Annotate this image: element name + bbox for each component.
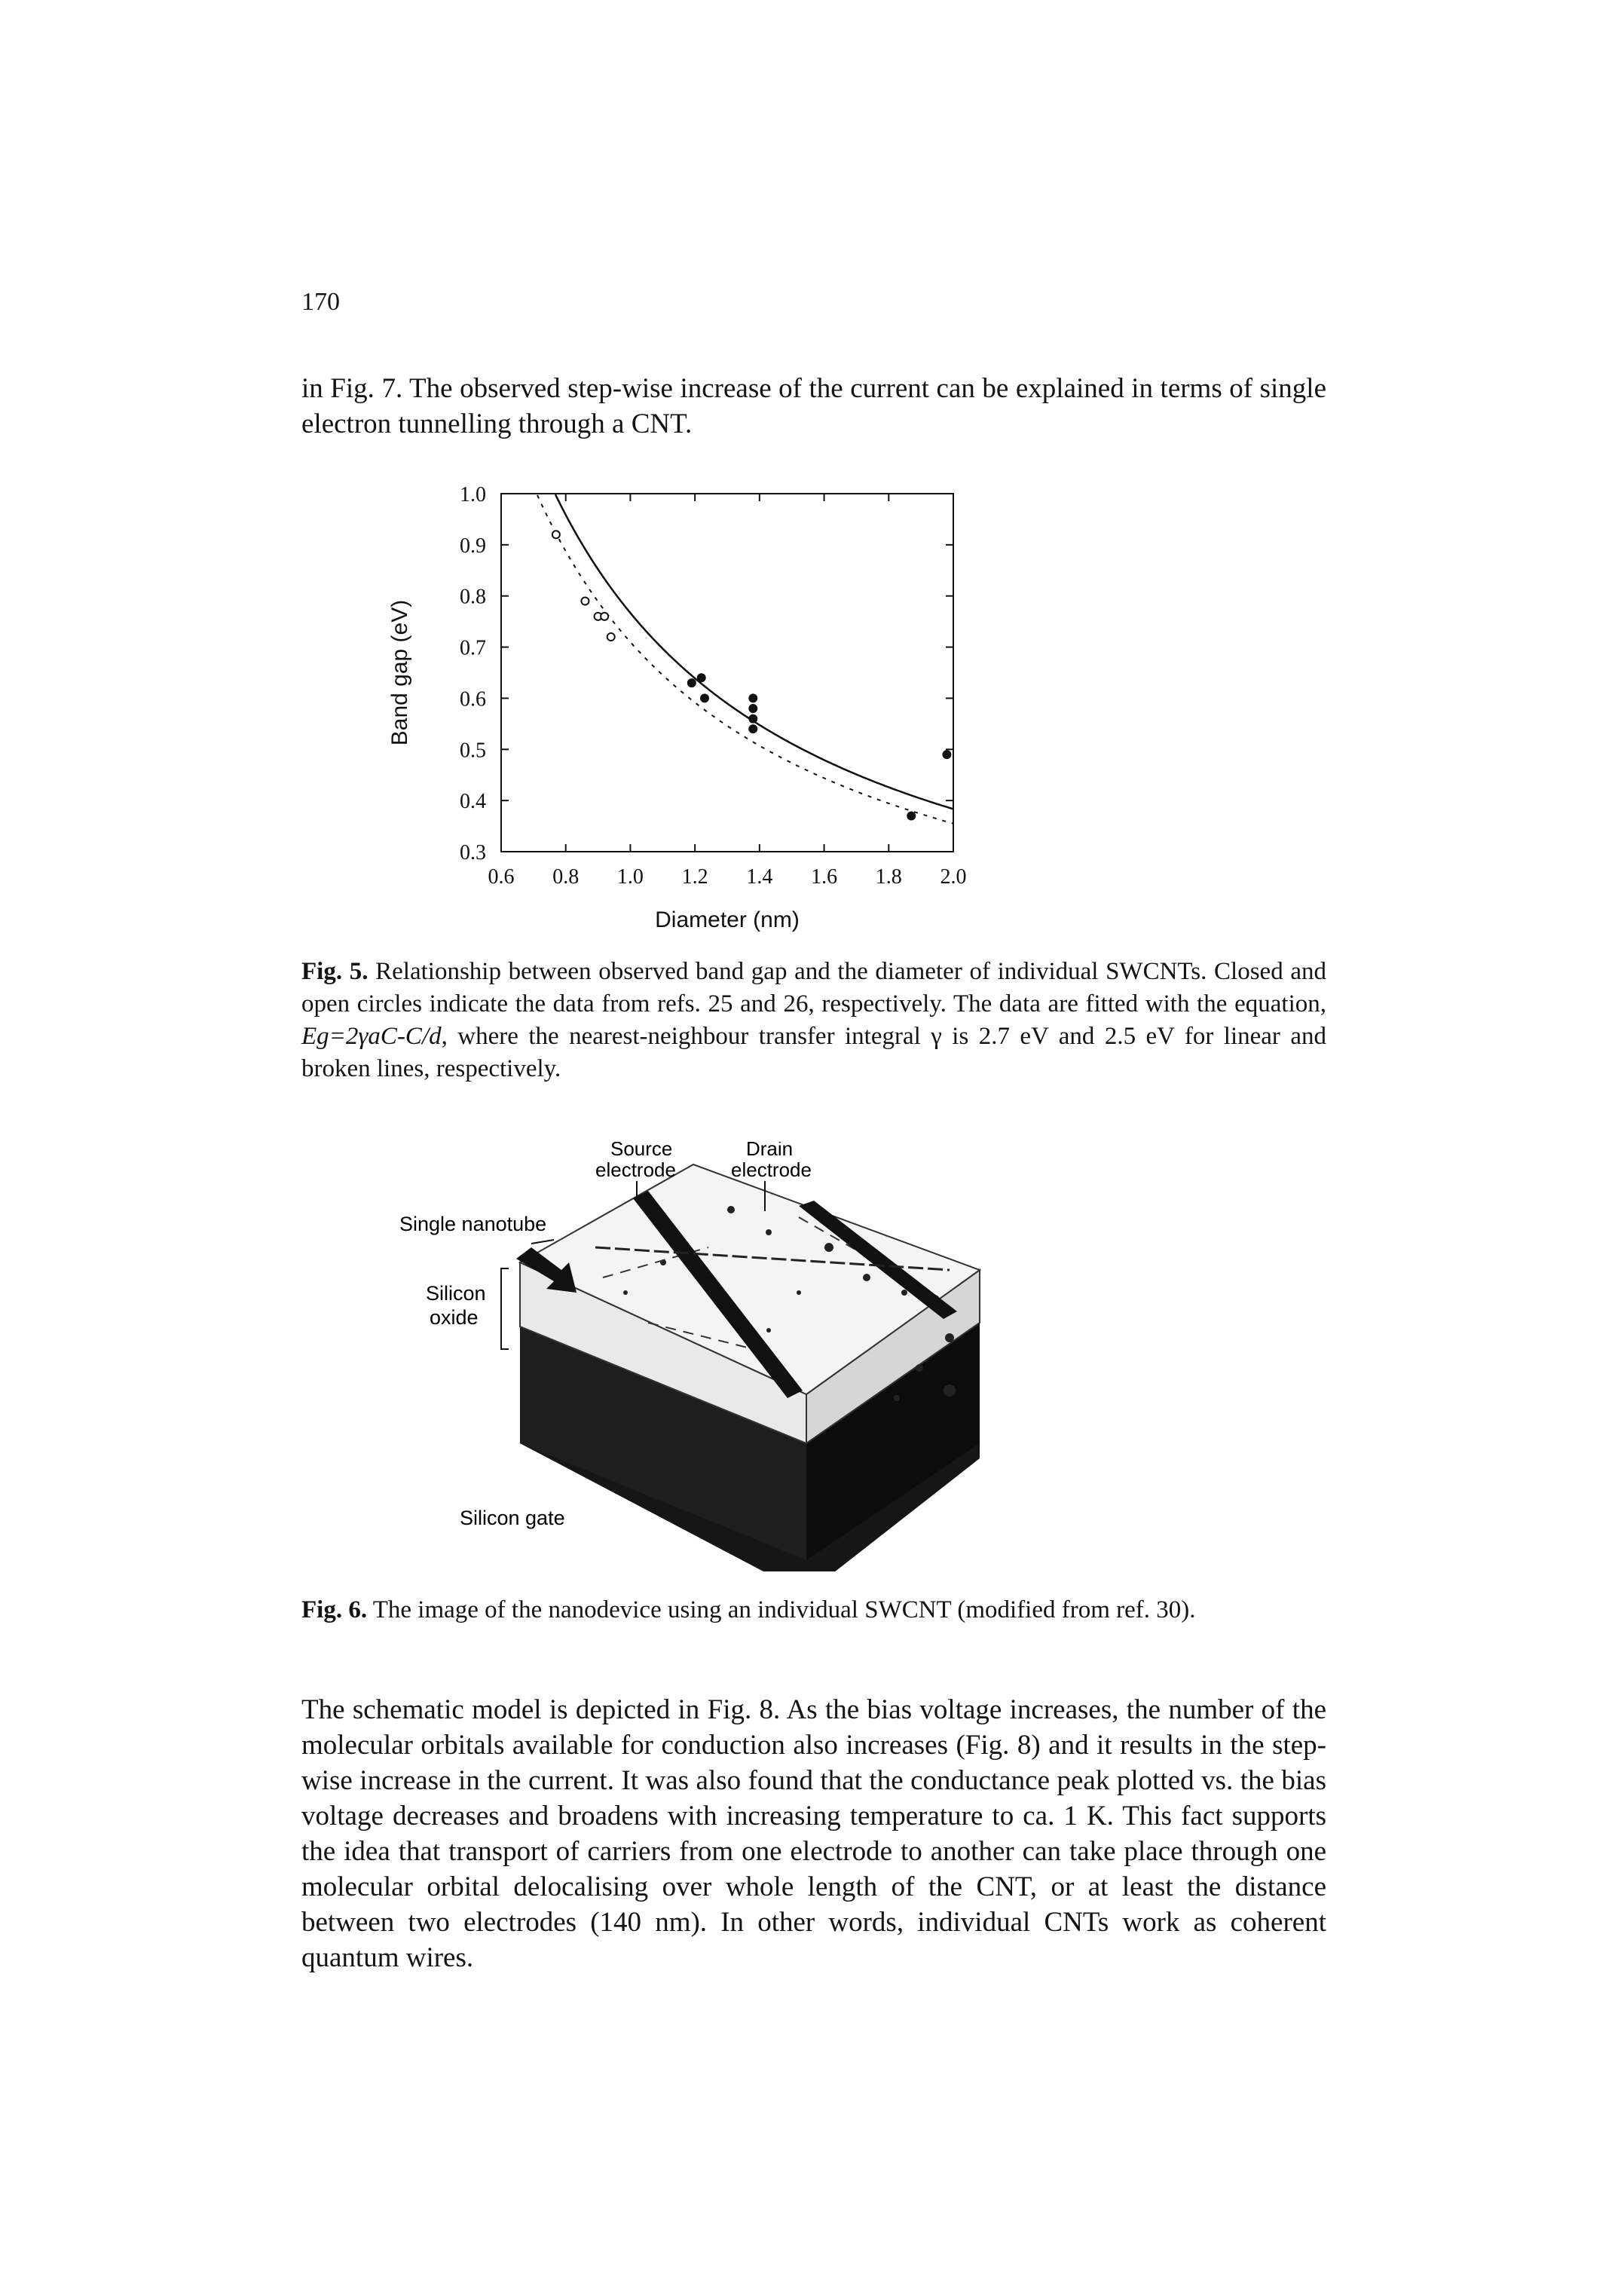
y-tick-label: 0.5 <box>460 739 486 762</box>
fig6-caption-text: The image of the nanodevice using an ind… <box>372 1596 1196 1623</box>
paragraph-top: in Fig. 7. The observed step-wise increa… <box>301 373 1326 439</box>
x-tick-label: 1.6 <box>811 865 837 889</box>
label-gate: Silicon gate <box>460 1507 565 1529</box>
data-point-open <box>600 611 610 621</box>
nanotube-leader-line <box>531 1239 555 1244</box>
x-tick-label: 1.0 <box>617 865 644 889</box>
data-point-open <box>551 530 561 540</box>
y-tick-label: 0.4 <box>460 790 486 813</box>
data-point-closed <box>748 724 758 734</box>
page-number: 170 <box>301 288 340 316</box>
y-tick-label: 0.3 <box>460 841 486 864</box>
x-tick-label: 2.0 <box>940 865 967 889</box>
y-tick-label: 0.8 <box>460 586 486 609</box>
oxide-bracket <box>500 1268 509 1350</box>
single-nanotube <box>595 1246 950 1271</box>
data-point-closed <box>748 693 758 703</box>
label-nanotube: Single nanotube <box>399 1213 546 1235</box>
fig5-caption-text-2: , where the nearest-neighbour transfer i… <box>301 1023 1326 1082</box>
drain-electrode <box>799 1201 957 1319</box>
data-point-closed <box>907 811 916 821</box>
data-point-open <box>606 632 616 641</box>
fig6-caption-label: Fig. 6. <box>301 1596 368 1623</box>
x-tick-label: 1.8 <box>876 865 902 889</box>
x-tick-label: 1.4 <box>746 865 772 889</box>
band-gap-chart: 0.6 0.8 1.0 1.2 1.4 1.6 1.8 2.0 0.3 0.4 0.5 0.6 0.7 0… <box>387 483 967 932</box>
plot-frame <box>500 493 954 852</box>
x-tick-label: 0.6 <box>488 865 515 889</box>
fig5-caption-equation: Eg=2γaC-C/d <box>301 1023 442 1050</box>
y-tick-label: 0.9 <box>460 534 486 558</box>
data-point-closed <box>687 678 696 688</box>
source-electrode <box>633 1191 803 1398</box>
fit-line-dashed <box>537 494 954 825</box>
fig5-caption-label: Fig. 5. <box>301 958 369 985</box>
data-point-closed <box>696 673 706 683</box>
data-point-closed <box>700 693 709 703</box>
data-point-closed <box>942 750 952 760</box>
fig5-caption-text-1: Relationship between observed band gap a… <box>301 958 1326 1017</box>
fig5-caption: Fig. 5. Relationship between observed ba… <box>301 956 1326 1085</box>
data-point-closed <box>748 714 758 724</box>
data-point-closed <box>748 704 758 713</box>
paragraph-bottom: The schematic model is depicted in Fig. … <box>301 1694 1326 1973</box>
silicon-gate-front <box>520 1323 806 1560</box>
silicon-gate-right <box>806 1315 980 1560</box>
x-tick-label: 1.2 <box>682 865 708 889</box>
y-tick-label: 1.0 <box>460 483 486 506</box>
data-point-open <box>580 596 590 606</box>
surface-texture <box>623 1206 956 1401</box>
y-tick-label: 0.6 <box>460 687 486 711</box>
nanotube-arrow <box>516 1247 577 1293</box>
x-axis-label: Diameter (nm) <box>655 907 800 932</box>
fit-line-solid <box>554 494 954 810</box>
fig6-caption: Fig. 6. The image of the nanodevice usin… <box>301 1594 1326 1626</box>
y-tick-label: 0.7 <box>460 637 486 660</box>
y-axis-label: Band gap (eV) <box>387 600 412 745</box>
x-tick-label: 0.8 <box>552 865 579 889</box>
